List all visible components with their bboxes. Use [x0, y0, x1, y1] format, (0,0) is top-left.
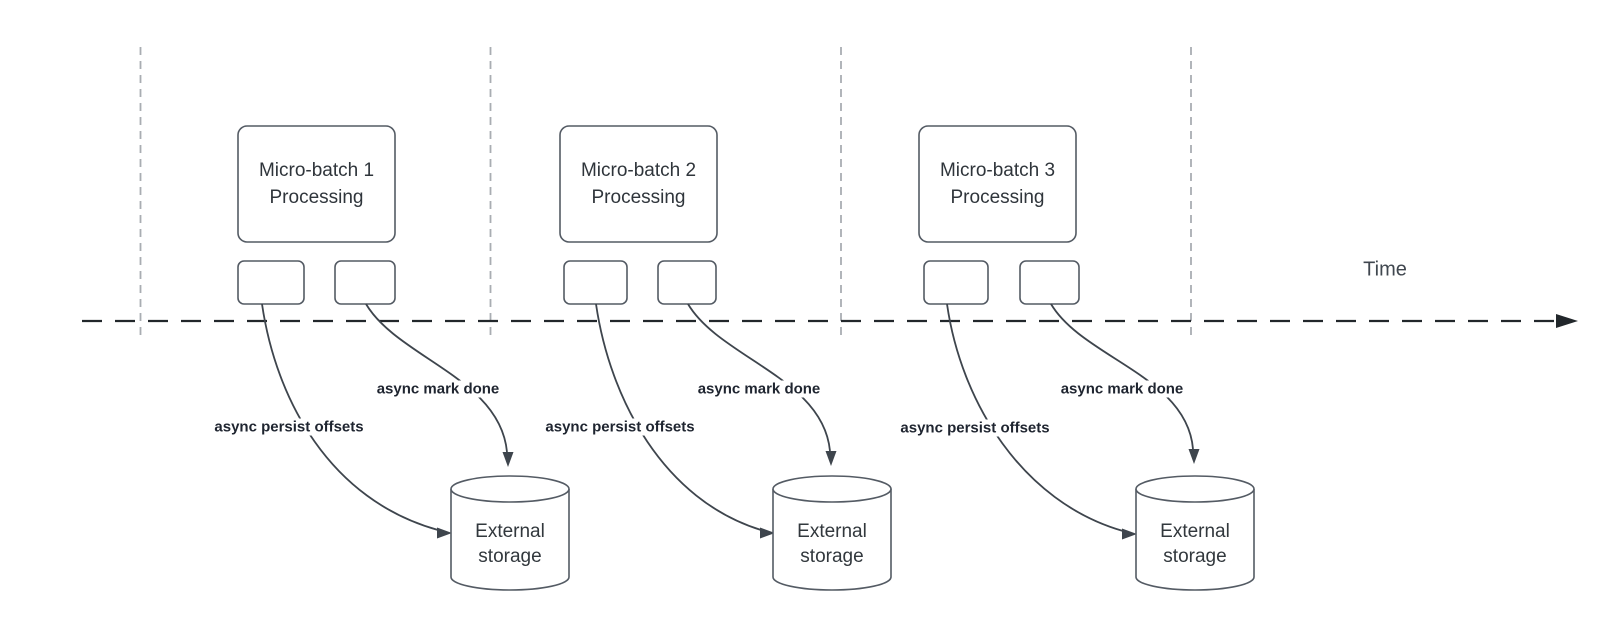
persist-offsets-arrowhead-1-icon — [437, 527, 452, 539]
mark-done-arrowhead-3-icon — [1188, 449, 1200, 464]
persist-offsets-arrowhead-3-icon — [1122, 528, 1137, 540]
micro-batch-1-title: Micro-batch 1 Processing — [238, 126, 395, 242]
mark-done-label-1: async mark done — [373, 380, 503, 398]
storage-label-2-line1: External — [797, 521, 867, 542]
persist-offsets-edge-1 — [261, 303, 439, 531]
mark-done-edge-2 — [687, 303, 831, 452]
mark-done-label-3: async mark done — [1057, 380, 1187, 398]
micro-batch-3-task-box-left — [923, 260, 989, 305]
micro-batch-1-group — [237, 125, 570, 591]
micro-batch-1-task-box-right — [334, 260, 396, 305]
persist-offsets-label-2: async persist offsets — [542, 418, 698, 436]
mark-done-label-2: async mark done — [694, 380, 824, 398]
time-axis — [82, 314, 1578, 328]
micro-batch-3-box — [918, 125, 1077, 243]
storage-label-1-line2: storage — [478, 546, 542, 567]
mark-done-arrowhead-1-icon — [502, 452, 514, 467]
storage-label-2-line2: storage — [800, 546, 864, 567]
storage-cylinder-2-top — [772, 475, 892, 503]
micro-batch-2-title: Micro-batch 2 Processing — [560, 126, 717, 242]
guide-lines — [139, 47, 1192, 338]
storage-cylinder-1-body — [450, 489, 570, 591]
persist-offsets-label-1: async persist offsets — [211, 418, 367, 436]
micro-batch-2-box — [559, 125, 718, 243]
micro-batch-2-task-box-right — [657, 260, 717, 305]
storage-cylinder-3-body — [1135, 489, 1255, 591]
persist-offsets-edge-2 — [595, 303, 762, 531]
persist-offsets-edge-3 — [946, 303, 1124, 532]
micro-batch-1-task-box-left — [237, 260, 305, 305]
storage-label-2: External storage — [797, 519, 867, 569]
micro-batch-2-title-line1: Micro-batch 2 — [580, 160, 697, 181]
storage-cylinder-1-top — [450, 475, 570, 503]
storage-label-1: External storage — [475, 519, 545, 569]
storage-label-3: External storage — [1160, 519, 1230, 569]
micro-batch-3-group — [918, 125, 1255, 591]
persist-offsets-arrowhead-2-icon — [760, 527, 775, 539]
micro-batch-2-title-line2: Processing — [591, 187, 686, 208]
time-axis-label: Time — [1363, 258, 1407, 281]
micro-batch-3-task-box-right — [1019, 260, 1080, 305]
storage-label-1-line1: External — [475, 521, 545, 542]
micro-batch-3-title: Micro-batch 3 Processing — [919, 126, 1076, 242]
micro-batch-1-box — [237, 125, 396, 243]
micro-batch-1-title-line2: Processing — [269, 187, 364, 208]
micro-batch-2-group — [559, 125, 892, 591]
mark-done-edge-1 — [365, 303, 508, 453]
time-axis-arrowhead-icon — [1556, 314, 1578, 328]
storage-cylinder-2-body — [772, 489, 892, 591]
storage-label-3-line2: storage — [1163, 546, 1227, 567]
micro-batch-3-title-line1: Micro-batch 3 — [939, 160, 1056, 181]
micro-batch-2-task-box-left — [563, 260, 628, 305]
micro-batch-3-title-line2: Processing — [950, 187, 1045, 208]
micro-batch-1-title-line1: Micro-batch 1 — [258, 160, 375, 181]
persist-offsets-label-3: async persist offsets — [897, 419, 1053, 437]
storage-label-3-line1: External — [1160, 521, 1230, 542]
mark-done-arrowhead-2-icon — [825, 451, 837, 466]
mark-done-edge-3 — [1050, 303, 1194, 450]
storage-cylinder-3-top — [1135, 475, 1255, 503]
